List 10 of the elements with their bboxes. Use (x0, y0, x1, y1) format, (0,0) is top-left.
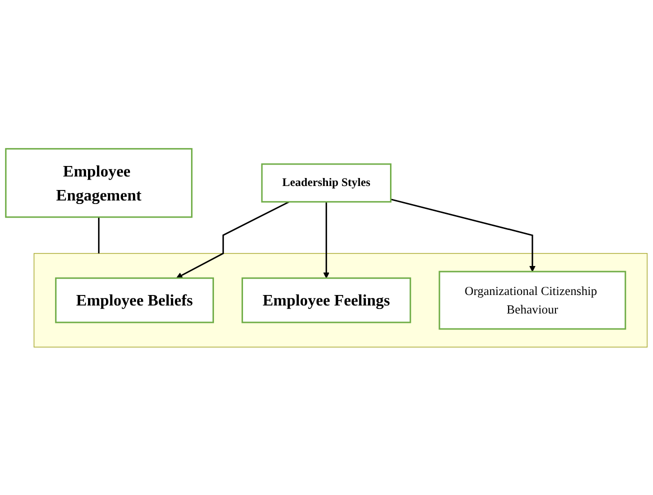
node-box: Employee Engagement (5, 148, 193, 218)
connector (98, 216, 100, 253)
arrow (390, 198, 536, 272)
arrow (176, 200, 290, 278)
arrow (323, 201, 330, 278)
node-box: Employee Feelings (242, 276, 412, 323)
node-box: Leadership Styles (261, 162, 392, 202)
node-box: Employee Beliefs (55, 276, 214, 323)
cluster (34, 252, 648, 348)
node-box: Organizational Citizenship Behaviour (438, 270, 626, 330)
